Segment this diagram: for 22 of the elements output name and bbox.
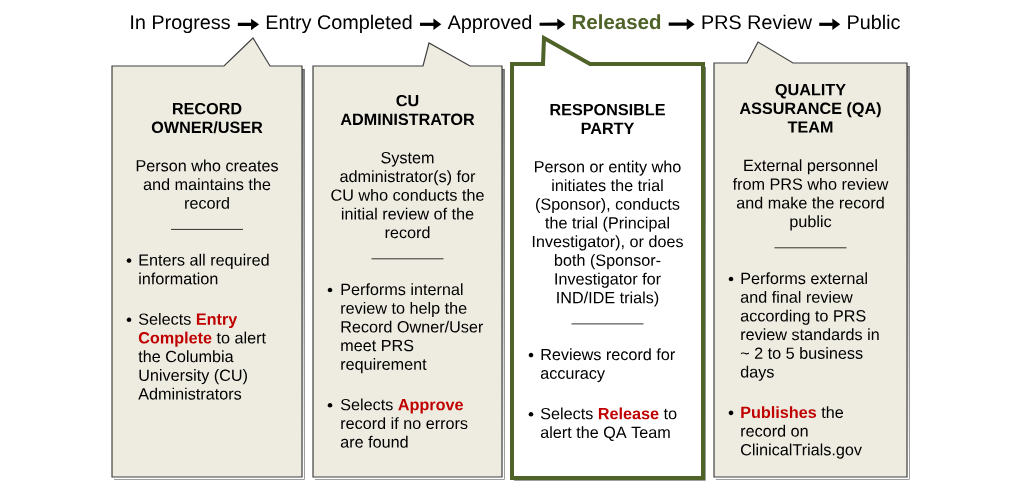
heading: RESPONSIBLE PARTY [550,103,665,134]
stage-label: Released [572,14,661,30]
bullet-text: Selects Approve record if no errors are found [340,398,468,448]
bullet-text: Enters all required information [139,253,269,285]
heading: QUALITY ASSURANCE (QA) TEAM [739,83,881,133]
bullet-text: Reviews record for accuracy [540,348,675,383]
description: Person who creates and maintains the record [136,159,278,209]
bullet-text: Selects Entry Complete to alert the Columbia University (CU) Administrators [138,312,266,400]
stage-label: Entry Completed [266,14,412,34]
bullet-text: Performs internal review to help the Record Owner/User meet PRS requirement [341,283,484,374]
bullet-text: Performs external and final review according to PRS review standards in ~ 2 to 5 business days [740,272,879,381]
heading: RECORD OWNER/USER [151,102,263,134]
bullet-text: Selects Release to alert the QA Team [540,407,677,441]
stage-label: Public [848,14,900,30]
description: External personnel from PRS who review and make the record public [732,159,889,231]
stage-label: In Progress [131,15,230,34]
description: Person or entity who initiates the trial (Sponsor), conducts the trial (Principal Investigator), or does both (Sponsor-Investigator for IND/IDE trials) [532,160,683,307]
description: System administrator(s) for CU who conducts the initial review of the record [331,152,484,239]
stage-label: Approved [447,14,532,34]
heading: CU ADMINISTRATOR [340,94,475,126]
stage-label: PRS Review [702,14,813,30]
bullet-text: Publishes the record on ClinicalTrials.gov [741,406,862,459]
